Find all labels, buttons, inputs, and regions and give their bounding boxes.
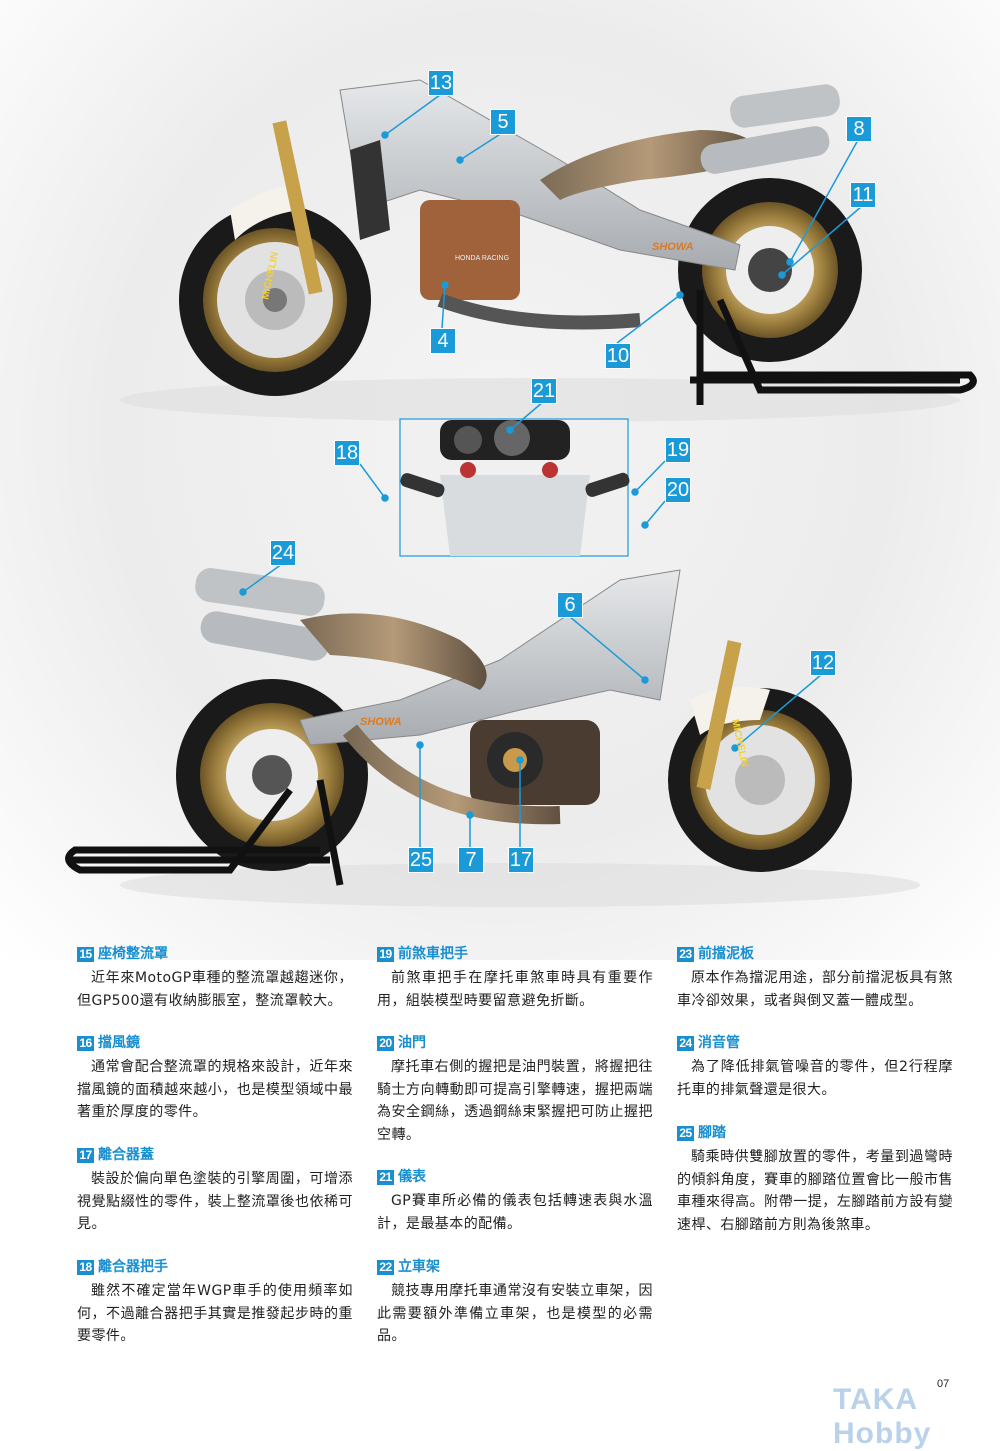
paddock-stand bbox=[690, 290, 977, 405]
section-number-badge: 17 bbox=[77, 1147, 94, 1163]
section-body: 摩托車右側的握把是油門裝置，將握把往騎士方向轉動即可提高引擎轉速，握把兩端為安全… bbox=[377, 1059, 653, 1143]
section-body: 裝設於偏向單色塗裝的引擎周圍，可增添視覺點綴性的零件，裝上整流罩後也依稀可見。 bbox=[77, 1171, 353, 1232]
section-title: 消音管 bbox=[698, 1035, 740, 1051]
section-body: 原本作為擋泥用途，部分前擋泥板具有煞車冷卻效果，或者與倒叉蓋一體成型。 bbox=[677, 970, 953, 1009]
handlebar-inset bbox=[399, 418, 630, 557]
section-title: 座椅整流罩 bbox=[98, 946, 168, 962]
section-number-badge: 20 bbox=[377, 1035, 394, 1051]
rear-wheel bbox=[678, 178, 862, 362]
callout-18: 18 bbox=[334, 440, 360, 466]
section-number-badge: 22 bbox=[377, 1259, 394, 1275]
section-number-badge: 19 bbox=[377, 946, 394, 962]
callout-20: 20 bbox=[665, 477, 691, 503]
leader-lines bbox=[239, 94, 863, 847]
section-title: 擋風鏡 bbox=[98, 1035, 140, 1051]
callout-24: 24 bbox=[270, 540, 296, 566]
page-number: 07 bbox=[937, 1378, 950, 1390]
callout-21: 21 bbox=[531, 378, 557, 404]
watermark: TAKA Hobby bbox=[833, 1383, 932, 1450]
callout-7: 7 bbox=[458, 847, 484, 873]
section-title: 前煞車把手 bbox=[398, 946, 468, 962]
section-title: 離合器蓋 bbox=[98, 1147, 154, 1163]
section-body: 雖然不確定當年WGP車手的使用頻率如何，不過離合器把手其實是推發起步時的重要零件… bbox=[77, 1283, 353, 1344]
section-body: 近年來MotoGP車種的整流罩越趨迷你，但GP500還有收納膨脹室，整流罩較大。 bbox=[77, 970, 353, 1009]
section-body: 通常會配合整流罩的規格來設計，近年來擋風鏡的面積越來越小，也是模型領域中最著重於… bbox=[77, 1059, 353, 1120]
bottom-motorcycle bbox=[65, 568, 920, 907]
section-number-badge: 24 bbox=[677, 1035, 694, 1051]
section-title: 離合器把手 bbox=[98, 1259, 168, 1275]
section-title: 腳踏 bbox=[698, 1125, 726, 1141]
showa-logo: SHOWA bbox=[360, 716, 402, 728]
callout-12: 12 bbox=[810, 650, 836, 676]
callout-10: 10 bbox=[605, 343, 631, 369]
callout-6: 6 bbox=[557, 592, 583, 618]
callout-13: 13 bbox=[428, 70, 454, 96]
section-body: GP賽車所必備的儀表包括轉速表與水溫計，是最基本的配備。 bbox=[377, 1193, 653, 1232]
front-wheel bbox=[668, 688, 852, 872]
section-title: 儀表 bbox=[398, 1169, 426, 1185]
section-title: 前擋泥板 bbox=[698, 946, 754, 962]
callout-25: 25 bbox=[408, 847, 434, 873]
section-number-badge: 15 bbox=[77, 946, 94, 962]
paddock-stand bbox=[65, 779, 344, 886]
front-wheel bbox=[179, 204, 371, 396]
section-number-badge: 18 bbox=[77, 1259, 94, 1275]
section-body: 競技專用摩托車通常沒有安裝立車架，因此需要額外準備立車架，也是模型的必需品。 bbox=[377, 1283, 653, 1344]
callout-11: 11 bbox=[850, 182, 876, 208]
honda-logo: HONDA RACING bbox=[455, 255, 509, 262]
section-body: 前煞車把手在摩托車煞車時具有重要作用，組裝模型時要留意避免折斷。 bbox=[377, 970, 653, 1009]
section-title: 立車架 bbox=[398, 1259, 440, 1275]
callout-19: 19 bbox=[665, 437, 691, 463]
section-body: 為了降低排氣管噪音的零件，但2行程摩托車的排氣聲還是很大。 bbox=[677, 1059, 953, 1098]
showa-logo: SHOWA bbox=[652, 241, 694, 253]
callout-5: 5 bbox=[490, 109, 516, 135]
section-number-badge: 23 bbox=[677, 946, 694, 962]
rear-wheel bbox=[176, 679, 368, 871]
section-number-badge: 16 bbox=[77, 1035, 94, 1051]
motorcycle-photos: SHOWA SHOWA HONDA RACING MICHELIN MICHEL… bbox=[65, 79, 977, 907]
section-body: 騎乘時供雙腳放置的零件，考量到過彎時的傾斜角度，賽車的腳踏位置會比一般市售車種來… bbox=[677, 1149, 953, 1233]
section-number-badge: 21 bbox=[377, 1169, 394, 1185]
callout-17: 17 bbox=[508, 847, 534, 873]
callout-8: 8 bbox=[846, 116, 872, 142]
callout-4: 4 bbox=[430, 328, 456, 354]
section-title: 油門 bbox=[398, 1035, 426, 1051]
section-number-badge: 25 bbox=[677, 1125, 694, 1141]
